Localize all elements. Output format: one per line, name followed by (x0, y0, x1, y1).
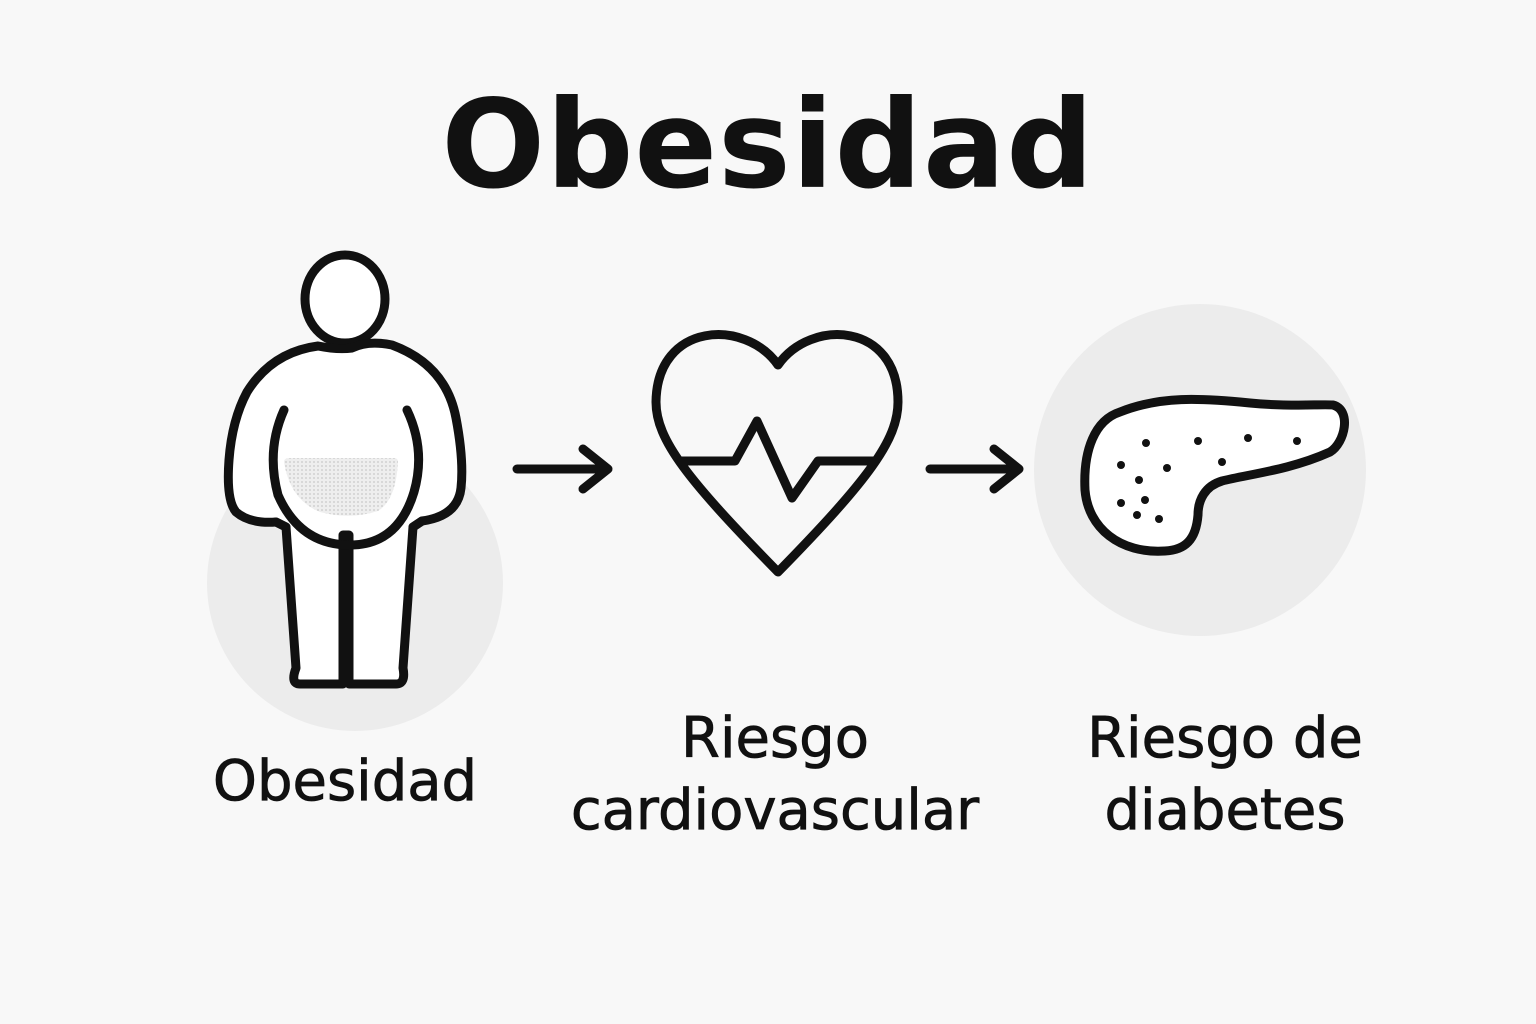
arrow-right-icon (512, 444, 613, 494)
step-label-riesgo-cardiovascular: Riesgo cardiovascular (515, 703, 1035, 847)
heart-pulse-icon (651, 330, 903, 577)
arrow-right-icon (925, 444, 1024, 494)
label-line: Riesgo (681, 706, 870, 772)
step-label-riesgo-diabetes: Riesgo de diabetes (1040, 703, 1410, 847)
label-line: Riesgo de (1087, 706, 1364, 772)
pancreas-icon (1080, 394, 1349, 556)
step-label-obesidad: Obesidad (212, 749, 478, 815)
obese-person-icon (223, 250, 467, 689)
label-line: diabetes (1104, 778, 1346, 844)
label-line: cardiovascular (570, 778, 980, 844)
diagram-title: Obesidad (441, 74, 1095, 216)
